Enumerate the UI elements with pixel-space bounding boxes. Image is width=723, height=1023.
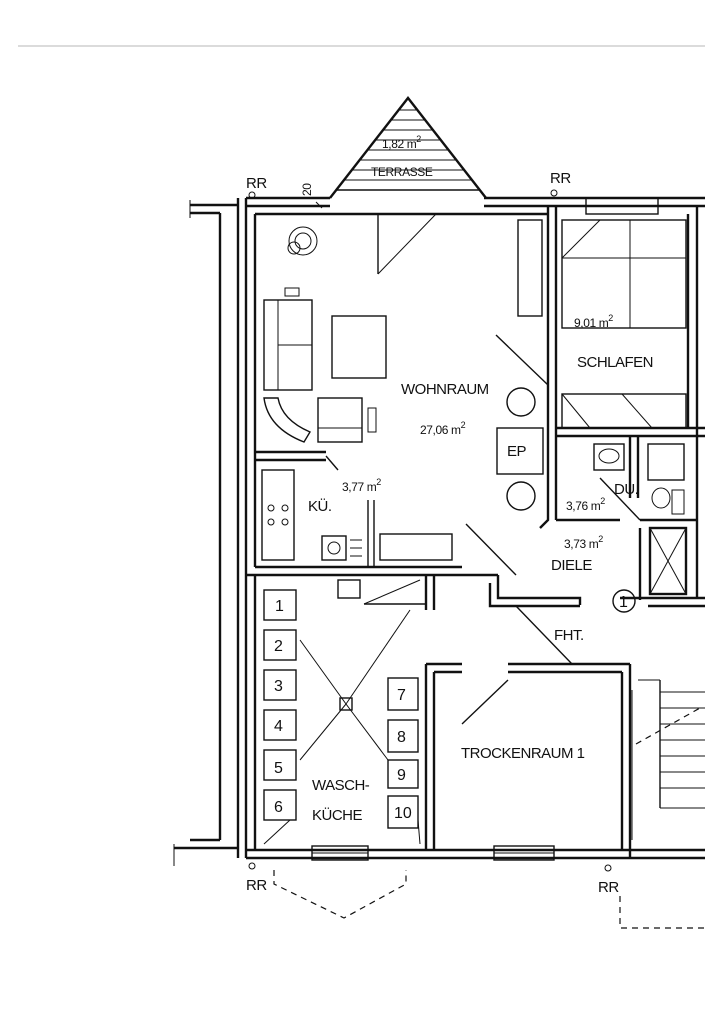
dimension-label: 20 <box>300 183 314 196</box>
terrasse-label: TERRASSE <box>371 165 433 179</box>
diele-label: DIELE <box>551 557 592 574</box>
outer-walls <box>173 196 705 866</box>
washing-slot-label: 4 <box>274 718 283 735</box>
washing-slots <box>263 589 419 829</box>
washing-slot-label: 3 <box>274 678 283 695</box>
interior-walls <box>246 206 705 858</box>
entrance-marker <box>612 589 636 613</box>
washing-slot-label: 1 <box>275 598 284 615</box>
entrance-marker-label: 1 <box>619 594 628 611</box>
dusche-area: 3,76 m2 <box>566 496 605 513</box>
rr-label: RR <box>550 170 571 187</box>
doors <box>325 213 641 725</box>
waschkueche-label: WASCH- <box>312 777 370 794</box>
rr-label: RR <box>246 877 267 894</box>
kueche-furniture <box>261 469 453 561</box>
washing-slot-label: 9 <box>397 767 406 784</box>
schlafen-area: 9,01 m2 <box>574 313 613 330</box>
schlafen-furniture <box>561 219 687 429</box>
wohnraum-label: WOHNRAUM <box>401 381 489 398</box>
washing-slot-label: 7 <box>397 687 406 704</box>
kueche-label: KÜ. <box>308 497 332 515</box>
dusche-furniture <box>593 443 685 515</box>
washing-slot-label: 6 <box>274 799 283 816</box>
kueche-area: 3,77 m2 <box>342 477 381 494</box>
washing-slot-label: 2 <box>274 638 283 655</box>
bottom-windows <box>311 845 555 861</box>
rr-markers <box>248 189 612 872</box>
washing-slot-label: 8 <box>397 729 406 746</box>
rr-label: RR <box>246 175 267 192</box>
terrasse-area-value: 1,82 m2 <box>382 134 421 151</box>
washing-slot-label: 10 <box>394 805 412 822</box>
trockenraum-label: TROCKENRAUM 1 <box>461 745 585 762</box>
wohnraum-furniture <box>263 219 544 511</box>
flur-label: FHT. <box>554 627 584 644</box>
diele-area: 3,73 m2 <box>564 534 603 551</box>
dusche-label: DU. <box>614 481 638 498</box>
wohnraum-area: 27,06 m2 <box>420 420 466 437</box>
schlafen-label: SCHLAFEN <box>577 354 653 371</box>
waschkueche-label: KÜCHE <box>312 806 363 824</box>
terrasse-area <box>329 96 487 199</box>
ep-label: EP <box>507 443 527 460</box>
staircase <box>631 679 705 840</box>
waschkueche-diagonals <box>263 579 421 845</box>
top-windows <box>585 197 659 215</box>
rr-label: RR <box>598 879 619 896</box>
dashed-outlines <box>273 870 705 929</box>
washing-slot-label: 5 <box>274 760 283 777</box>
